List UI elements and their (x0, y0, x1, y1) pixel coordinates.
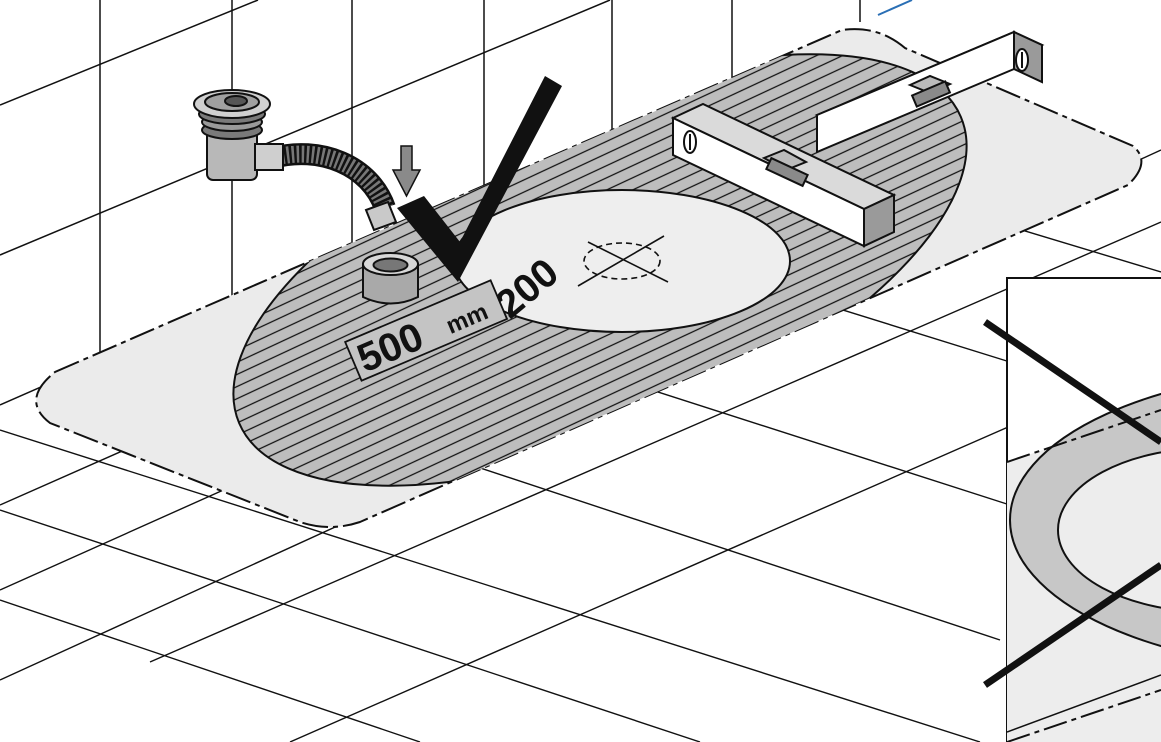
spirit-level-short-icon (814, 30, 1045, 154)
inset-crossing-lines (983, 319, 1161, 688)
pipe-stub-icon (362, 252, 419, 305)
shower-drain-with-hose-icon (193, 89, 398, 232)
center-mark-icon (577, 235, 669, 287)
spirit-level-long-icon (670, 102, 897, 248)
down-arrow-icon (391, 145, 422, 198)
checkmark-icon (397, 76, 562, 282)
detail-inset (1006, 277, 1161, 742)
blue-accent-line (877, 0, 913, 16)
